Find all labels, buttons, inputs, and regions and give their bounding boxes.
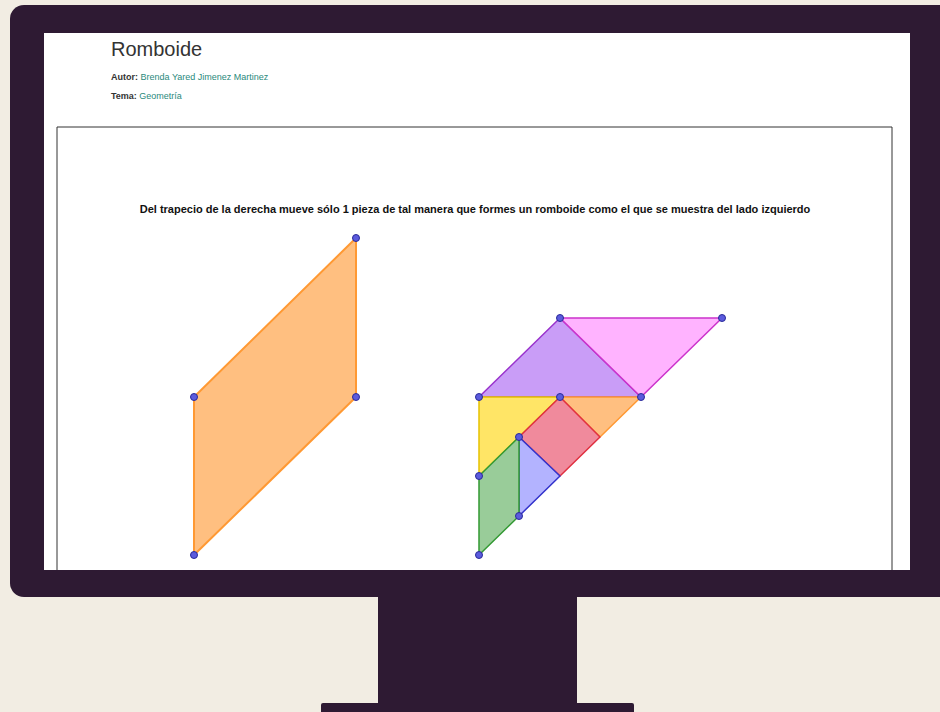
- tangram-trapezoid: [479, 318, 722, 555]
- page-title: Romboide: [111, 38, 202, 61]
- topic-link: Geometría: [139, 91, 182, 101]
- screen: [44, 33, 910, 570]
- monitor-frame: [10, 5, 940, 597]
- applet-border: [57, 127, 892, 570]
- topic-line: Tema: Geometría: [111, 91, 182, 101]
- rhomboid: [194, 238, 356, 555]
- field-label: Tema:: [111, 91, 137, 101]
- monitor-neck: [378, 597, 577, 707]
- vertex-points: [191, 235, 726, 559]
- author-line: Autor: Brenda Yared Jimenez Martinez: [111, 72, 268, 82]
- instruction-text: Del trapecio de la derecha mueve sólo 1 …: [140, 203, 811, 215]
- field-label: Autor:: [111, 72, 138, 82]
- instruction: Del trapecio de la derecha mueve sólo 1 …: [60, 203, 890, 215]
- author-link: Brenda Yared Jimenez Martinez: [141, 72, 269, 82]
- monitor-base: [321, 703, 634, 712]
